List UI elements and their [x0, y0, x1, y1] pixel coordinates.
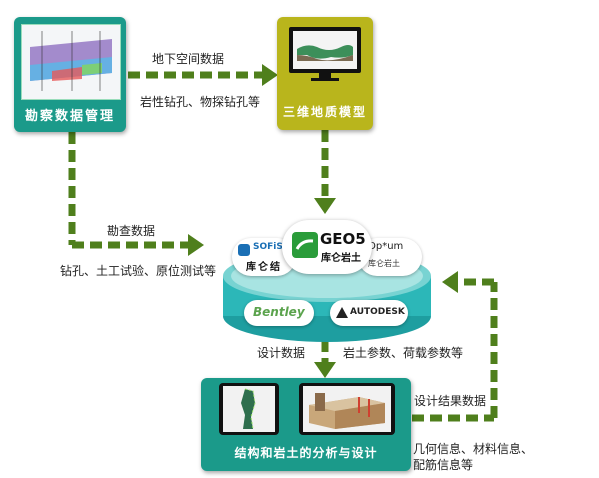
survey-screenshot	[21, 24, 121, 100]
mid-arrow-label-1: 勘查数据	[107, 224, 156, 238]
return-arrow-label-2: 几何信息、材料信息、	[413, 442, 534, 456]
sofistik-sub-text: 库仑结	[246, 262, 282, 273]
survey-section-chart	[22, 25, 120, 99]
arrow-head-survey-to-platform	[188, 234, 204, 256]
autodesk-logo-text: AUTODESK	[350, 307, 405, 317]
optum-sub-text: 库仑岩土	[368, 259, 400, 268]
geo5-badge: GEO5 库仑岩土	[282, 220, 372, 274]
bottom-arrow-label-1: 设计数据	[257, 346, 306, 360]
software-platform: SOFiS 库仑结 Op*um 库仑岩土 GEO5 库仑岩土 Bentley A…	[218, 216, 436, 346]
geo5-logo-text: GEO5	[320, 230, 366, 248]
geo5-logo-icon	[292, 232, 318, 258]
tablet-structure-model	[219, 383, 279, 435]
sofistik-logo-icon	[238, 244, 250, 256]
analysis-design-title: 结构和岩土的分析与设计	[234, 446, 378, 460]
geo-model-title: 三维地质模型	[282, 105, 367, 119]
arrow-head-return	[442, 271, 458, 293]
arrow-head-model-to-platform	[314, 198, 336, 214]
survey-box-title: 勘察数据管理	[24, 109, 115, 124]
geo5-sub-text: 库仑岩土	[321, 253, 361, 264]
top-arrow-label-2: 岩性钻孔、物探钻孔等	[140, 95, 261, 109]
sofistik-logo-text: SOFiS	[253, 242, 283, 252]
optum-logo-text: Op*um	[368, 241, 404, 252]
tablet-geotech-model	[299, 383, 395, 435]
monitor-icon	[287, 25, 363, 83]
arrow-head-survey-to-model	[262, 64, 278, 86]
return-arrow-label-1: 设计结果数据	[414, 394, 487, 408]
bentley-logo-text: Bentley	[253, 305, 305, 319]
return-arrow-label-3: 配筋信息等	[413, 458, 474, 472]
autodesk-logo-icon	[336, 307, 348, 318]
geo-model-box: 三维地质模型	[277, 17, 373, 130]
autodesk-badge: AUTODESK	[330, 300, 408, 326]
arrow-head-platform-to-analysis	[314, 362, 336, 378]
bentley-badge: Bentley	[244, 300, 314, 326]
analysis-design-box: 结构和岩土的分析与设计	[201, 378, 411, 471]
survey-data-box: 勘察数据管理	[14, 17, 126, 132]
mid-arrow-label-2: 钻孔、土工试验、原位测试等	[60, 264, 217, 278]
top-arrow-label-1: 地下空间数据	[152, 52, 225, 66]
bottom-arrow-label-2: 岩土参数、荷载参数等	[343, 346, 464, 360]
